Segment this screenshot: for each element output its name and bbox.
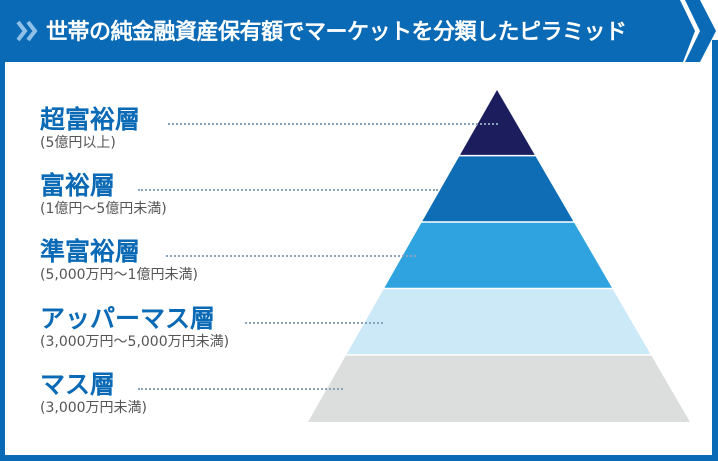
pyramid-layer	[308, 355, 690, 422]
tier-name: アッパーマス層	[40, 304, 216, 333]
tier-range: (5億円以上)	[40, 135, 116, 151]
tier-name: マス層	[40, 370, 116, 399]
pyramid-layer	[384, 222, 612, 288]
tier-range: (3,000万円〜5,000万円未満)	[40, 334, 230, 350]
tier-semi-wealthy: 準富裕層 (5,000万円〜1億円未満)	[40, 238, 198, 284]
tier-mass: マス層 (3,000万円未満)	[40, 371, 147, 417]
pyramid-layer	[460, 90, 535, 155]
leader-line	[168, 123, 498, 125]
tier-name: 準富裕層	[40, 237, 141, 266]
leader-line	[166, 255, 416, 257]
tier-ultra-wealthy: 超富裕層 (5億円以上)	[40, 106, 140, 152]
leader-line	[138, 388, 343, 390]
header-title: 世帯の純金融資産保有額でマーケットを分類したピラミッド	[46, 20, 627, 45]
tier-name: 富裕層	[40, 171, 116, 200]
tier-wealthy: 富裕層 (1億円〜5億円未満)	[40, 172, 167, 218]
pyramid-layer	[422, 156, 574, 222]
tier-range: (5,000万円〜1億円未満)	[40, 267, 198, 283]
tier-upper-mass: アッパーマス層 (3,000万円〜5,000万円未満)	[40, 305, 229, 351]
tier-name: 超富裕層	[40, 105, 141, 134]
tier-range: (1億円〜5億円未満)	[40, 201, 167, 217]
leader-line	[245, 322, 383, 324]
double-chevron-right-icon	[16, 20, 28, 42]
tier-range: (3,000万円未満)	[40, 400, 148, 416]
header-chevron-icon	[685, 0, 716, 62]
pyramid-layer	[346, 289, 651, 355]
leader-line	[138, 189, 438, 191]
header-banner	[0, 0, 695, 62]
